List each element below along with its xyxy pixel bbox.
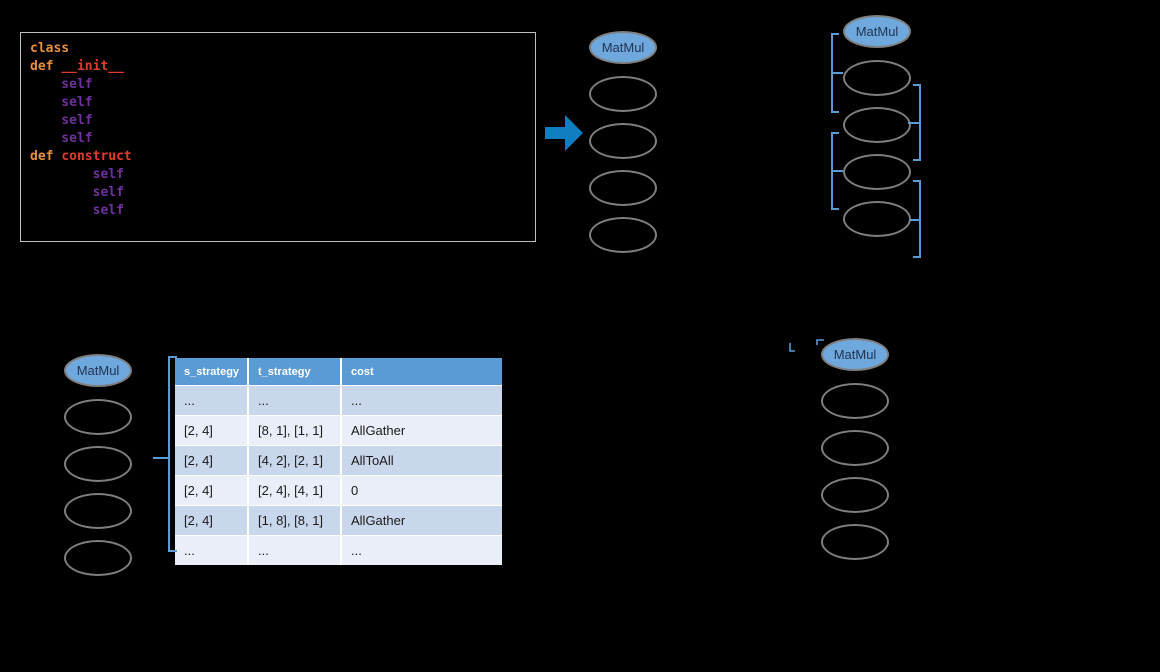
code-token: def <box>30 59 62 74</box>
column-header: t_strategy <box>249 358 340 385</box>
table-cell: AllGather <box>342 506 502 535</box>
table-cell: [2, 4] <box>175 446 247 475</box>
operator-node <box>589 217 657 253</box>
column-header: cost <box>342 358 502 385</box>
table-cell: [1, 8], [8, 1] <box>249 506 340 535</box>
table-cell: [8, 1], [1, 1] <box>249 416 340 445</box>
graph-bottom-right: MatMul <box>820 338 890 560</box>
code-token: __init__ <box>61 59 124 74</box>
operator-node <box>843 107 911 143</box>
operator-node <box>64 540 132 576</box>
table-cell: ... <box>342 536 502 565</box>
table-row: ......... <box>175 386 502 415</box>
table-cell: ... <box>342 386 502 415</box>
table-cell: [2, 4] <box>175 476 247 505</box>
table-cell: ... <box>175 386 247 415</box>
table-cell: [2, 4] <box>175 416 247 445</box>
operator-node <box>843 60 911 96</box>
table-row: [2, 4][1, 8], [8, 1]AllGather <box>175 506 502 535</box>
table-cell: ... <box>175 536 247 565</box>
code-token: class <box>30 41 70 56</box>
operator-node <box>821 524 889 560</box>
code-token: construct <box>61 149 132 164</box>
matmul-label: MatMul <box>76 363 120 378</box>
operator-node <box>821 430 889 466</box>
code-line: self <box>30 130 526 148</box>
table-row: [2, 4][2, 4], [4, 1]0 <box>175 476 502 505</box>
matmul-node: MatMul <box>589 31 657 64</box>
operator-node <box>589 170 657 206</box>
code-line: def __init__ <box>30 58 526 76</box>
code-line: self <box>30 94 526 112</box>
operator-node <box>821 477 889 513</box>
operator-node <box>64 446 132 482</box>
table-link-bracket <box>153 356 177 552</box>
code-token: self <box>30 131 93 146</box>
code-line: self <box>30 76 526 94</box>
matmul-label: MatMul <box>855 24 899 39</box>
code-token: self <box>30 203 124 218</box>
operator-node <box>843 154 911 190</box>
code-token: self <box>30 167 124 182</box>
code-line: self <box>30 112 526 130</box>
graph-top-center: MatMul <box>588 31 658 253</box>
table-cell: 0 <box>342 476 502 505</box>
column-header: s_strategy <box>175 358 247 385</box>
right-block-arrow-icon <box>545 115 583 151</box>
matmul-node: MatMul <box>843 15 911 48</box>
operator-node <box>64 399 132 435</box>
code-line: def construct <box>30 148 526 166</box>
table-row: [2, 4][4, 2], [2, 1]AllToAll <box>175 446 502 475</box>
table-cell: AllToAll <box>342 446 502 475</box>
table-row: ......... <box>175 536 502 565</box>
table-cell: ... <box>249 386 340 415</box>
code-token: self <box>30 95 93 110</box>
code-token: self <box>30 77 93 92</box>
table-cell: AllGather <box>342 416 502 445</box>
table-cell: [2, 4], [4, 1] <box>249 476 340 505</box>
graph-top-right: MatMul <box>842 15 912 237</box>
matmul-label: MatMul <box>833 347 877 362</box>
code-line: self <box>30 202 526 220</box>
code-token: self <box>30 185 124 200</box>
operator-node <box>843 201 911 237</box>
matmul-node: MatMul <box>64 354 132 387</box>
table-cell: [2, 4] <box>175 506 247 535</box>
code-line: self <box>30 184 526 202</box>
code-line: class <box>30 40 526 58</box>
code-token: self <box>30 113 93 128</box>
table-cell: ... <box>249 536 340 565</box>
table-cell: [4, 2], [2, 1] <box>249 446 340 475</box>
operator-node <box>589 123 657 159</box>
matmul-label: MatMul <box>601 40 645 55</box>
matmul-node: MatMul <box>821 338 889 371</box>
operator-node <box>64 493 132 529</box>
operator-node <box>589 76 657 112</box>
code-line: self <box>30 166 526 184</box>
graph-bottom-left: MatMul <box>63 354 133 576</box>
corner-mark-bottom-icon <box>789 343 795 352</box>
operator-node <box>821 383 889 419</box>
table-row: [2, 4][8, 1], [1, 1]AllGather <box>175 416 502 445</box>
code-token: def <box>30 149 62 164</box>
